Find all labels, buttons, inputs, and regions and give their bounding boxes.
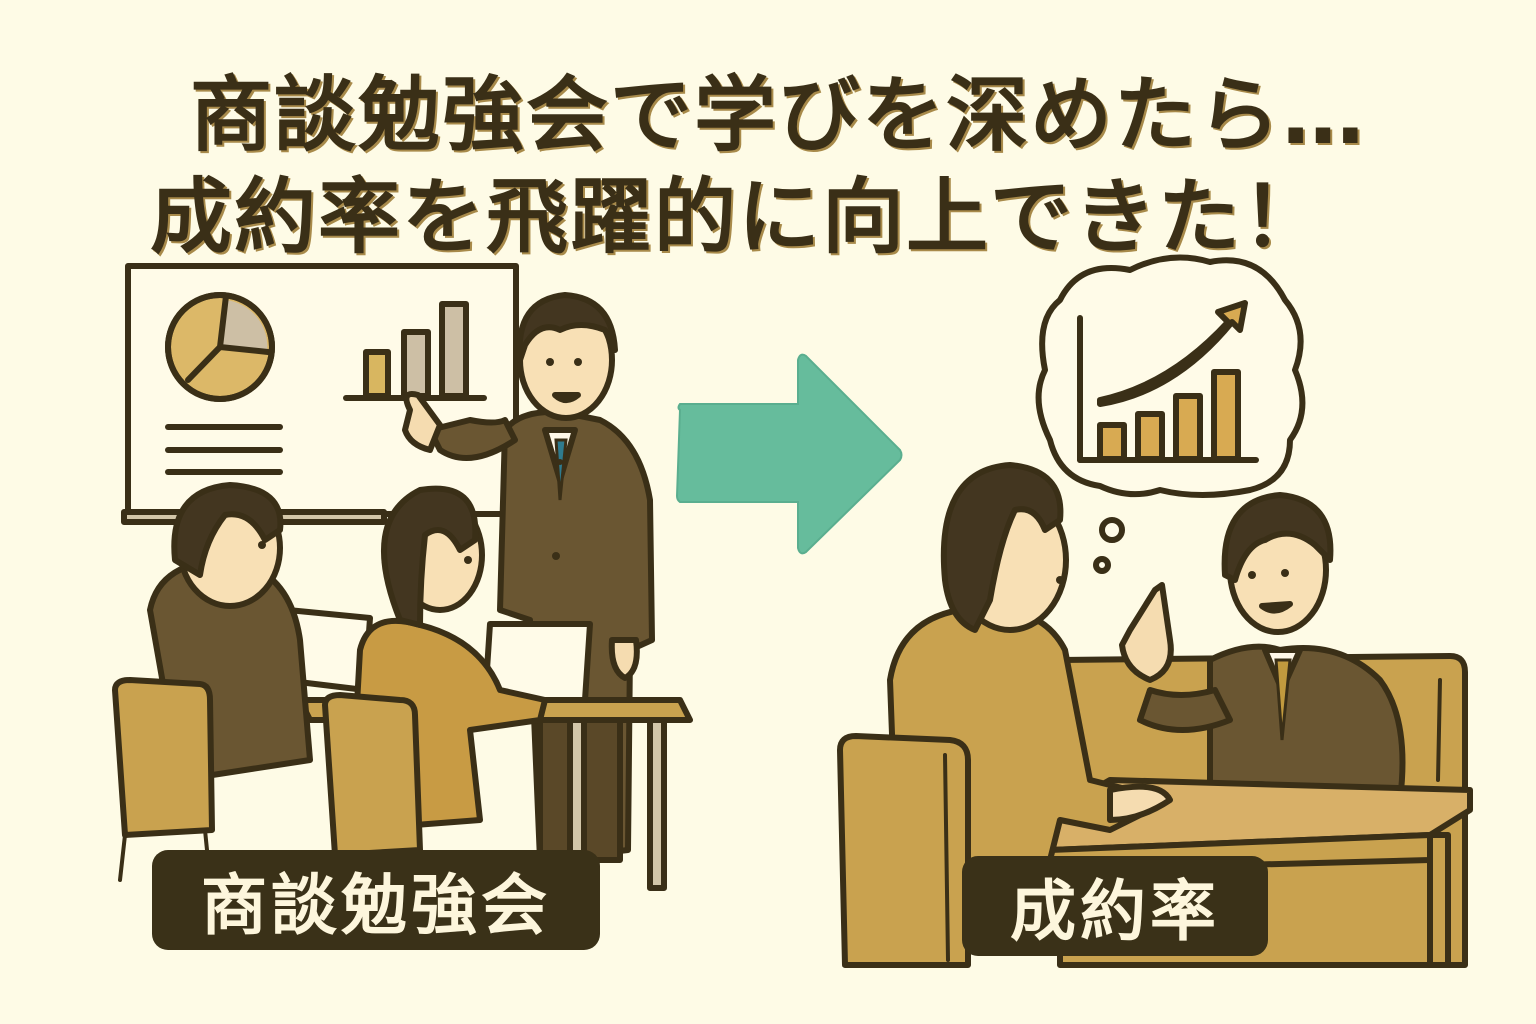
pie-chart-icon (165, 292, 275, 402)
rising-bar-chart-icon (1077, 300, 1259, 463)
text-lines-icon (165, 424, 283, 475)
label-study-session: 商談勉強会 (152, 850, 600, 950)
arrow-right-icon (675, 353, 903, 555)
headline-line-1: 商談勉強会で学びを深めたら… (189, 68, 1366, 163)
chair-right (837, 733, 971, 968)
thought-bubble (1035, 254, 1306, 574)
whiteboard (121, 263, 519, 525)
headline-line-2: 成約率を飛躍的に向上できた！ (149, 170, 1326, 265)
chair-left-1 (112, 677, 215, 882)
bar-chart-icon (343, 301, 487, 401)
label-close-rate: 成約率 (962, 856, 1268, 956)
left-scene (112, 263, 693, 892)
